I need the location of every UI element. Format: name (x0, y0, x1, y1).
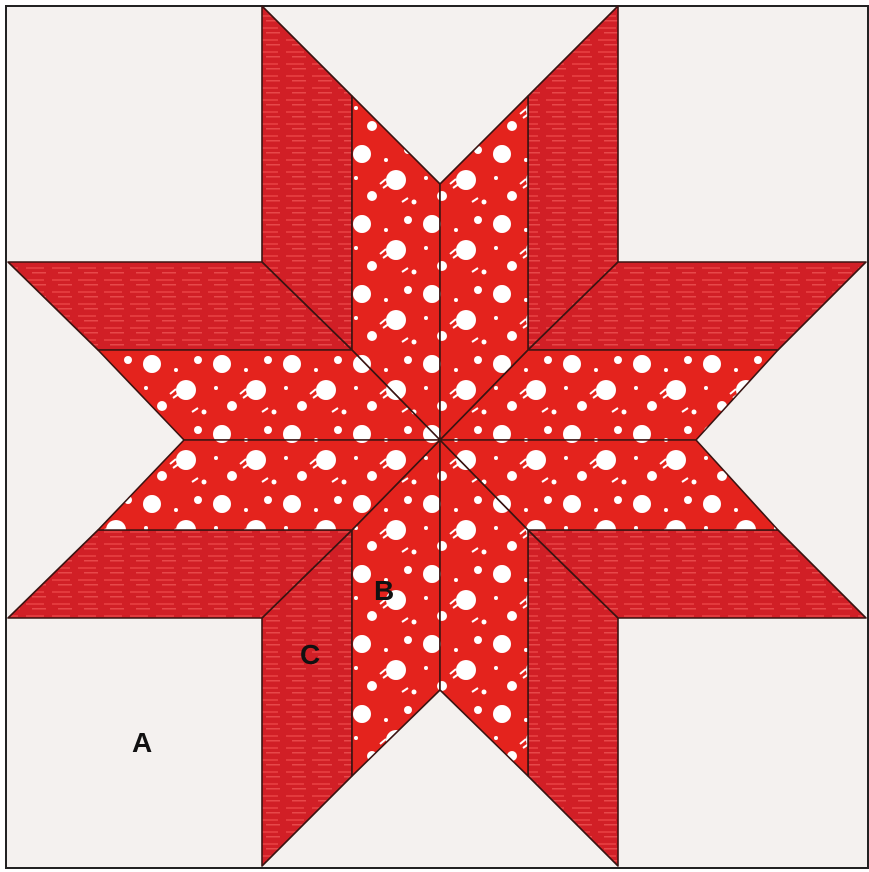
label-c: C (300, 639, 320, 670)
label-b: B (374, 575, 394, 606)
label-a: A (132, 727, 152, 758)
